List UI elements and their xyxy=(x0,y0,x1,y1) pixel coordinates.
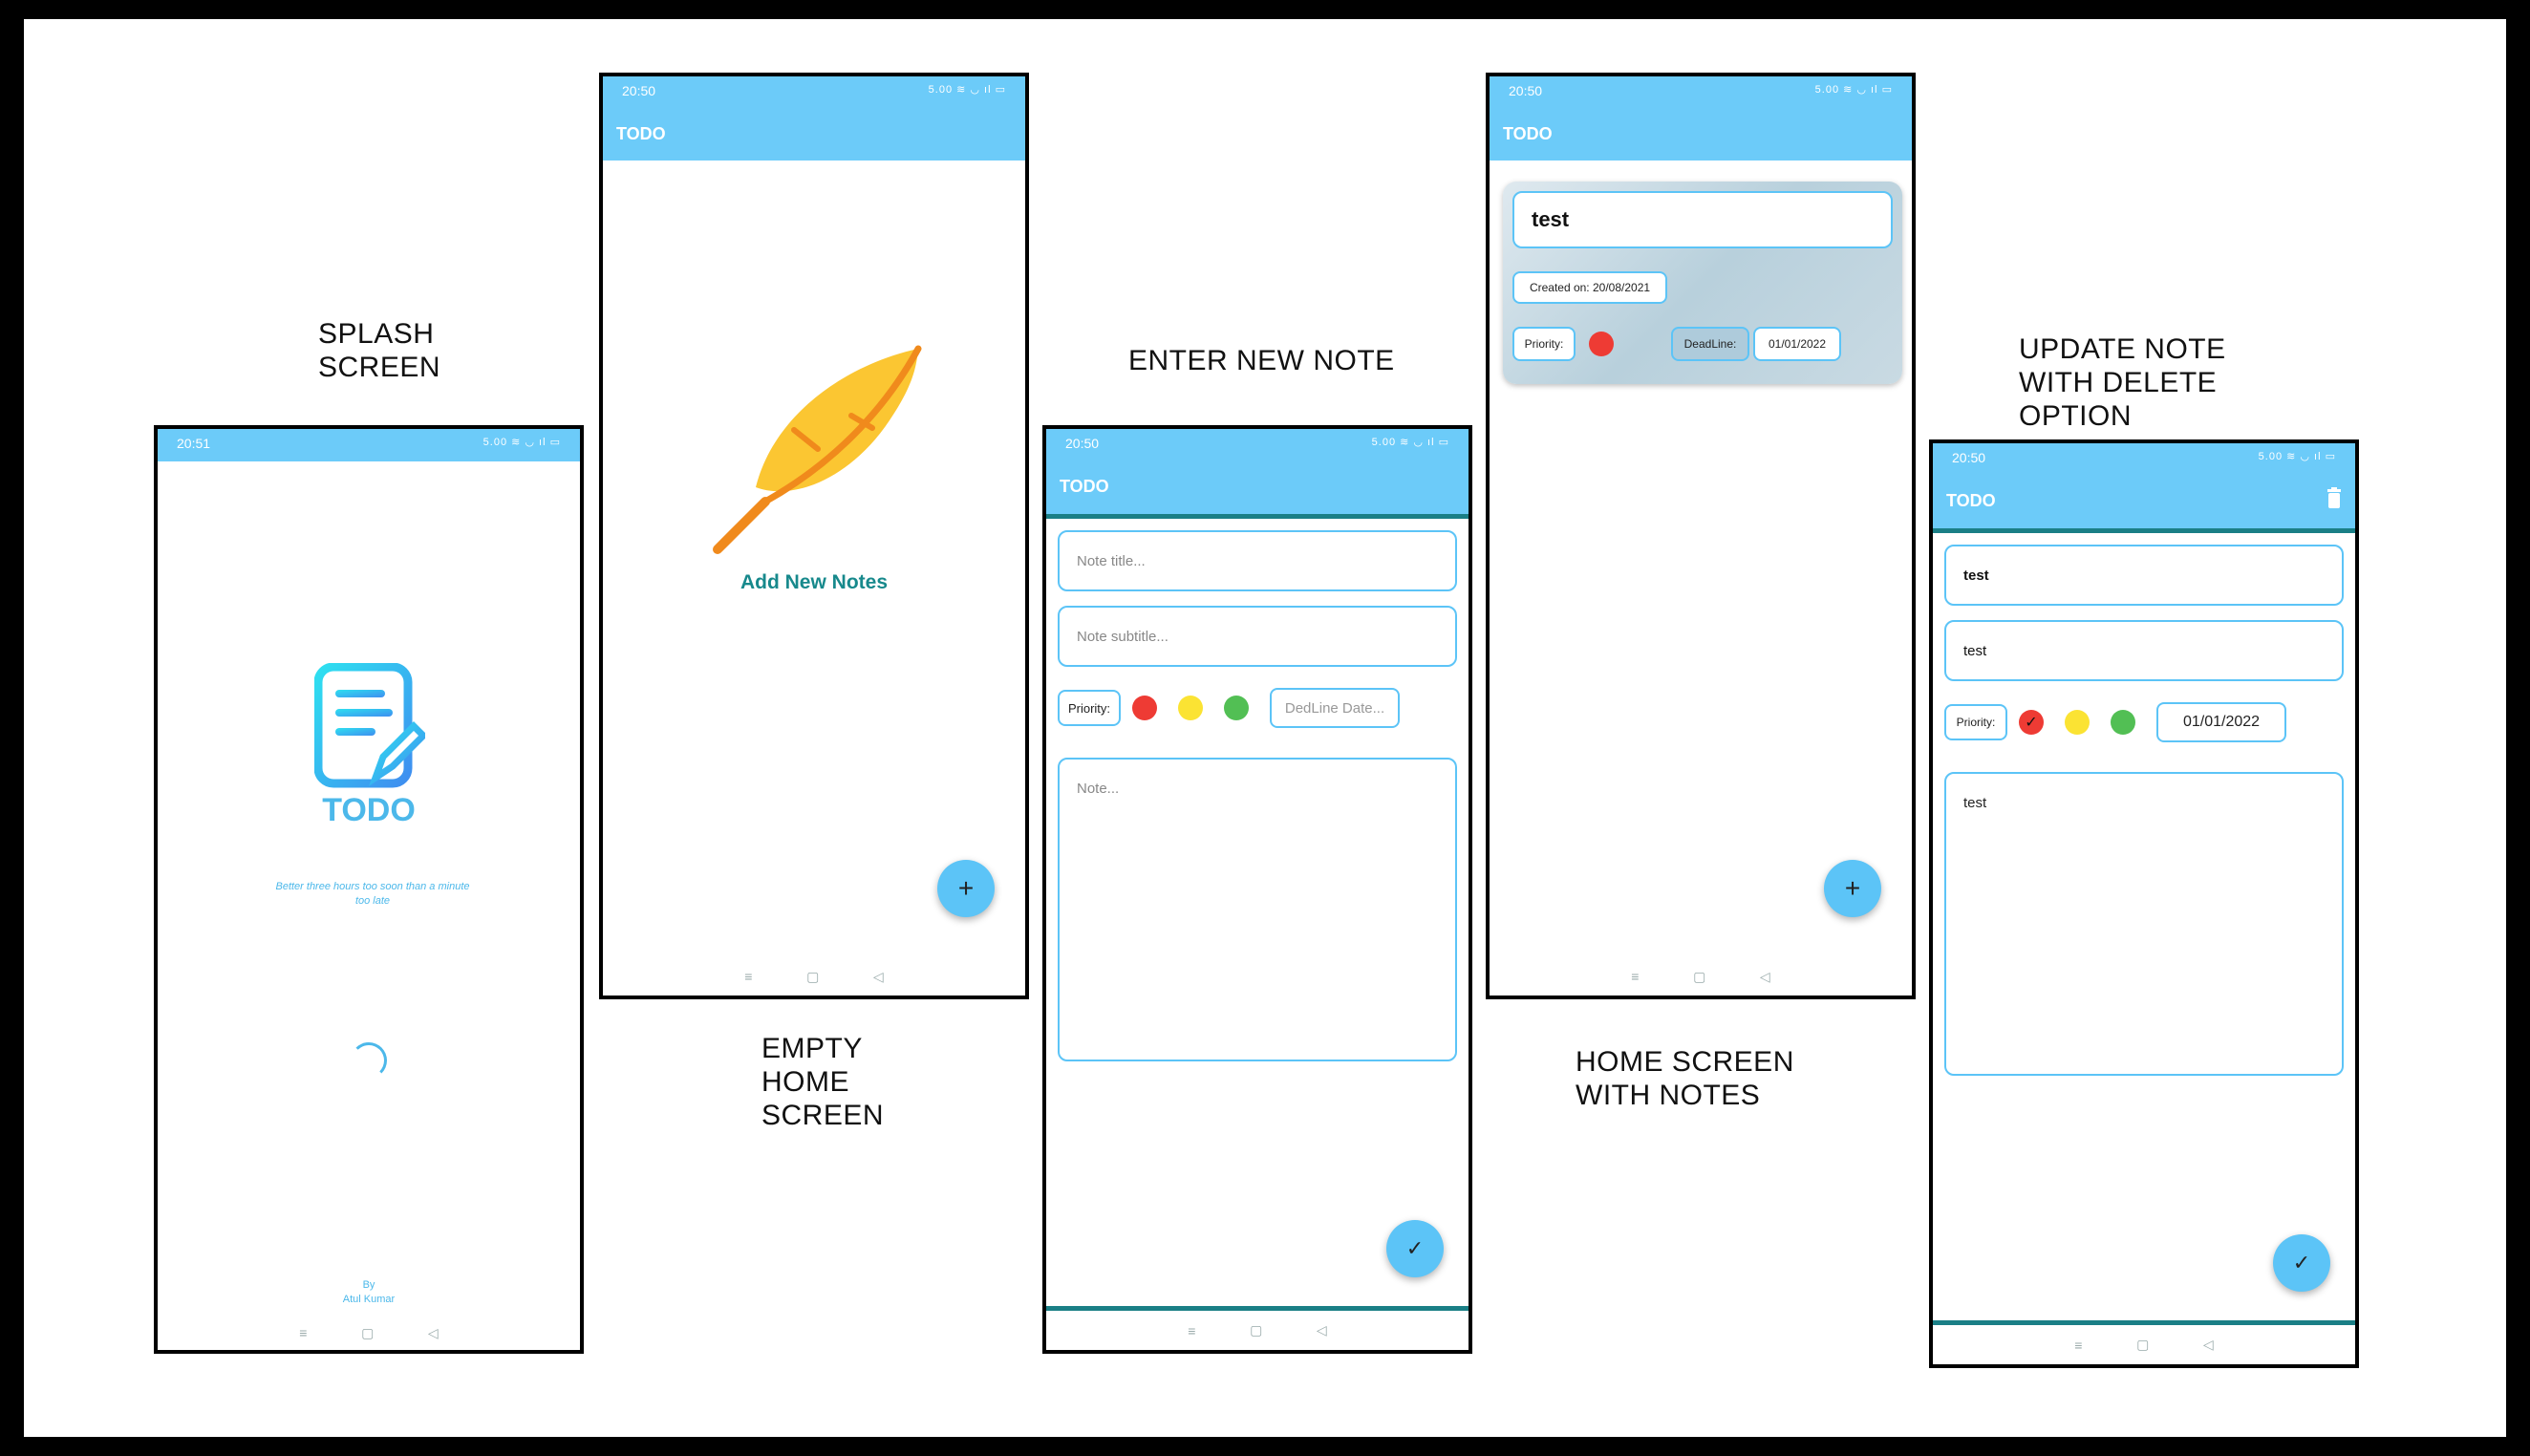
todo-logo-icon xyxy=(313,662,428,793)
status-icons: 5.00 ≋ ◡ ıl ▭ xyxy=(1371,437,1449,448)
priority-red-selected-check-icon[interactable]: ✓ xyxy=(2019,710,2044,735)
phone-splash: 20:51 5.00 ≋ ◡ ıl ▭ TODO Better three ho… xyxy=(154,425,584,1354)
priority-green-option[interactable] xyxy=(1224,696,1249,720)
menu-nav-icon[interactable]: ≡ xyxy=(744,969,753,984)
feather-icon xyxy=(708,344,928,559)
status-bar: 20:50 5.00 ≋ ◡ ıl ▭ xyxy=(603,76,1025,107)
app-bar: TODO xyxy=(603,107,1025,161)
app-bar: TODO xyxy=(1046,460,1469,519)
caption-empty-home: EMPTY HOME SCREEN xyxy=(761,1033,885,1131)
status-bar: 20:51 5.00 ≋ ◡ ıl ▭ xyxy=(158,429,580,461)
priority-yellow-option[interactable] xyxy=(2065,710,2090,735)
priority-label: Priority: xyxy=(1058,690,1121,726)
home-nav-icon[interactable]: ▢ xyxy=(806,968,820,984)
splash-logo-text: TODO xyxy=(322,792,416,828)
menu-nav-icon[interactable]: ≡ xyxy=(1188,1322,1196,1338)
note-title-input[interactable]: Note title... xyxy=(1058,530,1457,591)
note-title-input[interactable]: test xyxy=(1944,545,2344,606)
splash-by: By xyxy=(362,1279,375,1291)
menu-nav-icon[interactable]: ≡ xyxy=(1631,969,1640,984)
back-nav-icon[interactable]: ◁ xyxy=(1759,968,1770,984)
nav-bar: ≡ ▢ ◁ xyxy=(603,957,1025,996)
phone-home-notes: 20:50 5.00 ≋ ◡ ıl ▭ TODO test Created on… xyxy=(1486,73,1916,999)
caption-home-notes: HOME SCREEN WITH NOTES xyxy=(1576,1046,1794,1111)
caption-update-note: UPDATE NOTE WITH DELETE OPTION xyxy=(2019,333,2226,432)
back-nav-icon[interactable]: ◁ xyxy=(872,968,884,984)
caption-splash: SPLASH SCREEN xyxy=(318,318,441,383)
home-nav-icon[interactable]: ▢ xyxy=(2136,1337,2150,1352)
status-time: 20:50 xyxy=(1065,436,1100,451)
add-new-notes-label[interactable]: Add New Notes xyxy=(740,571,888,593)
priority-green-option[interactable] xyxy=(2111,710,2135,735)
note-card-deadline-label: DeadLine: xyxy=(1671,327,1749,361)
phone-empty-home: 20:50 5.00 ≋ ◡ ıl ▭ TODO Add New Notes +… xyxy=(599,73,1029,999)
splash-author: Atul Kumar xyxy=(342,1294,396,1305)
nav-bar: ≡ ▢ ◁ xyxy=(1490,957,1912,996)
status-time: 20:51 xyxy=(177,436,211,451)
status-icons: 5.00 ≋ ◡ ıl ▭ xyxy=(2258,451,2336,462)
menu-nav-icon[interactable]: ≡ xyxy=(299,1325,308,1340)
note-card-deadline-value: 01/01/2022 xyxy=(1753,327,1841,361)
status-bar: 20:50 5.00 ≋ ◡ ıl ▭ xyxy=(1490,76,1912,107)
app-bar: TODO xyxy=(1933,474,2355,533)
status-bar: 20:50 5.00 ≋ ◡ ıl ▭ xyxy=(1933,443,2355,474)
deadline-date-input[interactable]: 01/01/2022 xyxy=(2156,702,2286,742)
back-nav-icon[interactable]: ◁ xyxy=(2202,1337,2214,1352)
note-body-input[interactable]: test xyxy=(1944,772,2344,1076)
note-body-input[interactable]: Note... xyxy=(1058,758,1457,1061)
status-time: 20:50 xyxy=(622,83,656,98)
home-nav-icon[interactable]: ▢ xyxy=(1250,1322,1263,1338)
app-title: TODO xyxy=(1060,477,1109,496)
note-card-title: test xyxy=(1512,191,1893,248)
menu-nav-icon[interactable]: ≡ xyxy=(2074,1337,2083,1353)
back-nav-icon[interactable]: ◁ xyxy=(1316,1322,1327,1338)
delete-trash-icon[interactable] xyxy=(2326,487,2342,508)
app-title: TODO xyxy=(616,124,666,143)
home-nav-icon[interactable]: ▢ xyxy=(1693,968,1706,984)
status-icons: 5.00 ≋ ◡ ıl ▭ xyxy=(928,84,1006,96)
note-card[interactable]: test Created on: 20/08/2021 Priority: De… xyxy=(1503,182,1902,384)
deadline-date-input[interactable]: DedLine Date... xyxy=(1270,688,1400,728)
add-note-button[interactable]: + xyxy=(1824,860,1881,917)
save-note-button[interactable]: ✓ xyxy=(1386,1220,1444,1277)
nav-bar: ≡ ▢ ◁ xyxy=(1933,1320,2355,1364)
phone-enter-note: 20:50 5.00 ≋ ◡ ıl ▭ TODO Note title... N… xyxy=(1042,425,1472,1354)
phone-update-note: 20:50 5.00 ≋ ◡ ıl ▭ TODO test test Prior… xyxy=(1929,439,2359,1368)
status-time: 20:50 xyxy=(1509,83,1543,98)
priority-yellow-option[interactable] xyxy=(1178,696,1203,720)
add-note-button[interactable]: + xyxy=(937,860,995,917)
status-bar: 20:50 5.00 ≋ ◡ ıl ▭ xyxy=(1046,429,1469,460)
app-title: TODO xyxy=(1503,124,1553,143)
priority-red-option[interactable] xyxy=(1132,696,1157,720)
back-nav-icon[interactable]: ◁ xyxy=(427,1324,439,1340)
home-nav-icon[interactable]: ▢ xyxy=(361,1324,375,1340)
note-subtitle-input[interactable]: Note subtitle... xyxy=(1058,606,1457,667)
loading-spinner-icon xyxy=(351,1042,387,1079)
caption-enter-note: ENTER NEW NOTE xyxy=(1128,345,1395,376)
update-note-button[interactable]: ✓ xyxy=(2273,1234,2330,1292)
priority-label: Priority: xyxy=(1944,704,2007,740)
note-card-created: Created on: 20/08/2021 xyxy=(1512,271,1667,304)
app-bar: TODO xyxy=(1490,107,1912,161)
nav-bar: ≡ ▢ ◁ xyxy=(1046,1306,1469,1350)
nav-bar: ≡ ▢ ◁ xyxy=(158,1316,580,1350)
app-title: TODO xyxy=(1946,491,1996,510)
status-icons: 5.00 ≋ ◡ ıl ▭ xyxy=(482,437,561,448)
status-icons: 5.00 ≋ ◡ ıl ▭ xyxy=(1814,84,1893,96)
note-subtitle-input[interactable]: test xyxy=(1944,620,2344,681)
showcase-canvas: SPLASH SCREEN EMPTY HOME SCREEN ENTER NE… xyxy=(24,19,2506,1437)
splash-quote: Better three hours too soon than a minut… xyxy=(275,881,470,907)
note-card-priority-label: Priority: xyxy=(1512,327,1576,361)
status-time: 20:50 xyxy=(1952,450,1986,465)
note-card-priority-dot xyxy=(1589,332,1614,356)
